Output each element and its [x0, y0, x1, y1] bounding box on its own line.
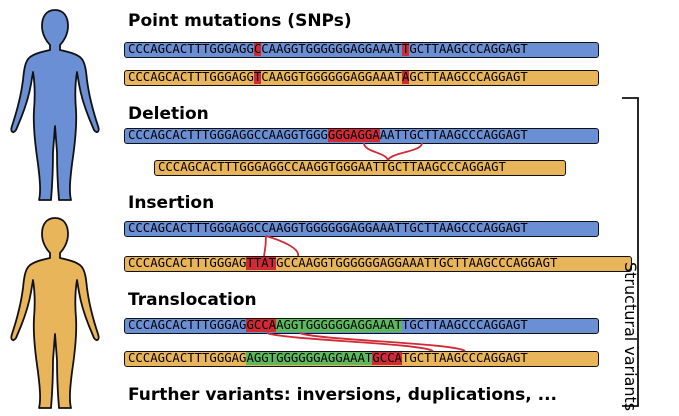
- sequence-segment: CCCAGCACTTTGGGAGG: [128, 42, 254, 56]
- insertion-connector-right: [265, 235, 299, 257]
- deletion-connector-left: [363, 142, 389, 161]
- variant-segment: T: [401, 42, 410, 56]
- sequence-segment: CAAGGTGGGGGGAGGAAAT: [261, 70, 402, 84]
- translocation-variant-sequence: CCCAGCACTTTGGGAGAGGTGGGGGGAGGAAATGCCATGC…: [124, 351, 599, 367]
- sequence-segment: CCCAGCACTTTGGGAGGCCAAGGTGGGAATTGCTTAAGCC…: [158, 160, 506, 174]
- sequence-segment: CCCAGCACTTTGGGAGGCCAAGGTGGG: [128, 128, 328, 142]
- translocated-segment: AGGTGGGGGGAGGAAAT: [246, 351, 373, 365]
- sequence-segment: CCCAGCACTTTGGGAG: [128, 256, 247, 270]
- further-variants-heading: Further variants: inversions, duplicatio…: [128, 385, 558, 405]
- sequence-segment: CCCAGCACTTTGGGAG: [128, 351, 247, 365]
- human-figure-orange: [10, 217, 100, 409]
- translocation-connector-right: [299, 332, 466, 352]
- translocation-reference-sequence: CCCAGCACTTTGGGAGGCCAAGGTGGGGGGAGGAAATTGC…: [124, 318, 599, 334]
- deletion-heading: Deletion: [128, 104, 209, 124]
- insertion-variant-sequence: CCCAGCACTTTGGGAGTTATGCCAAGGTGGGGGGAGGAAA…: [124, 256, 632, 272]
- insertion-connector-left: [263, 235, 267, 257]
- snp-variant-sequence: CCCAGCACTTTGGGAGGTCAAGGTGGGGGGAGGAAATAGC…: [124, 70, 599, 86]
- variant-segment: GGGAGGA: [327, 128, 380, 142]
- sequence-segment: CCCAGCACTTTGGGAGGCCAAGGTGGGGGGAGGAAATTGC…: [128, 221, 528, 235]
- deletion-connector-right: [387, 142, 423, 161]
- human-figure-blue: [10, 9, 100, 201]
- sequence-segment: GCCAAGGTGGGGGGAGGAAATTGCTTAAGCCCAGGAGT: [276, 256, 558, 270]
- structural-variants-label: Structural variants: [621, 262, 640, 412]
- sequence-segment: TGCTTAAGCCCAGGAGT: [401, 351, 528, 365]
- sequence-segment: CAAGGTGGGGGGAGGAAAT: [261, 42, 402, 56]
- variant-segment: C: [253, 42, 262, 56]
- sequence-segment: CCCAGCACTTTGGGAGG: [128, 70, 254, 84]
- sequence-segment: AATTGCTTAAGCCCAGGAGT: [379, 128, 528, 142]
- translocated-segment: AGGTGGGGGGAGGAAAT: [276, 318, 402, 332]
- translocation-heading: Translocation: [128, 290, 257, 310]
- deletion-variant-sequence: CCCAGCACTTTGGGAGGCCAAGGTGGGAATTGCTTAAGCC…: [154, 160, 566, 176]
- variant-segment: A: [401, 70, 410, 84]
- snp-heading: Point mutations (SNPs): [128, 11, 352, 31]
- translocation-connector-left: [266, 332, 434, 352]
- sequence-segment: TGCTTAAGCCCAGGAGT: [401, 318, 528, 332]
- variant-segment: GCCA: [246, 318, 277, 332]
- snp-reference-sequence: CCCAGCACTTTGGGAGGCCAAGGTGGGGGGAGGAAATTGC…: [124, 42, 599, 58]
- sequence-segment: GCTTAAGCCCAGGAGT: [409, 42, 528, 56]
- variant-segment: TTAT: [246, 256, 277, 270]
- insertion-reference-sequence: CCCAGCACTTTGGGAGGCCAAGGTGGGGGGAGGAAATTGC…: [124, 221, 599, 237]
- deletion-reference-sequence: CCCAGCACTTTGGGAGGCCAAGGTGGGGGGAGGAAATTGC…: [124, 128, 599, 144]
- variant-segment: GCCA: [372, 351, 402, 365]
- insertion-heading: Insertion: [128, 193, 215, 213]
- variant-segment: T: [253, 70, 262, 84]
- sequence-segment: GCTTAAGCCCAGGAGT: [409, 70, 528, 84]
- sequence-segment: CCCAGCACTTTGGGAG: [128, 318, 247, 332]
